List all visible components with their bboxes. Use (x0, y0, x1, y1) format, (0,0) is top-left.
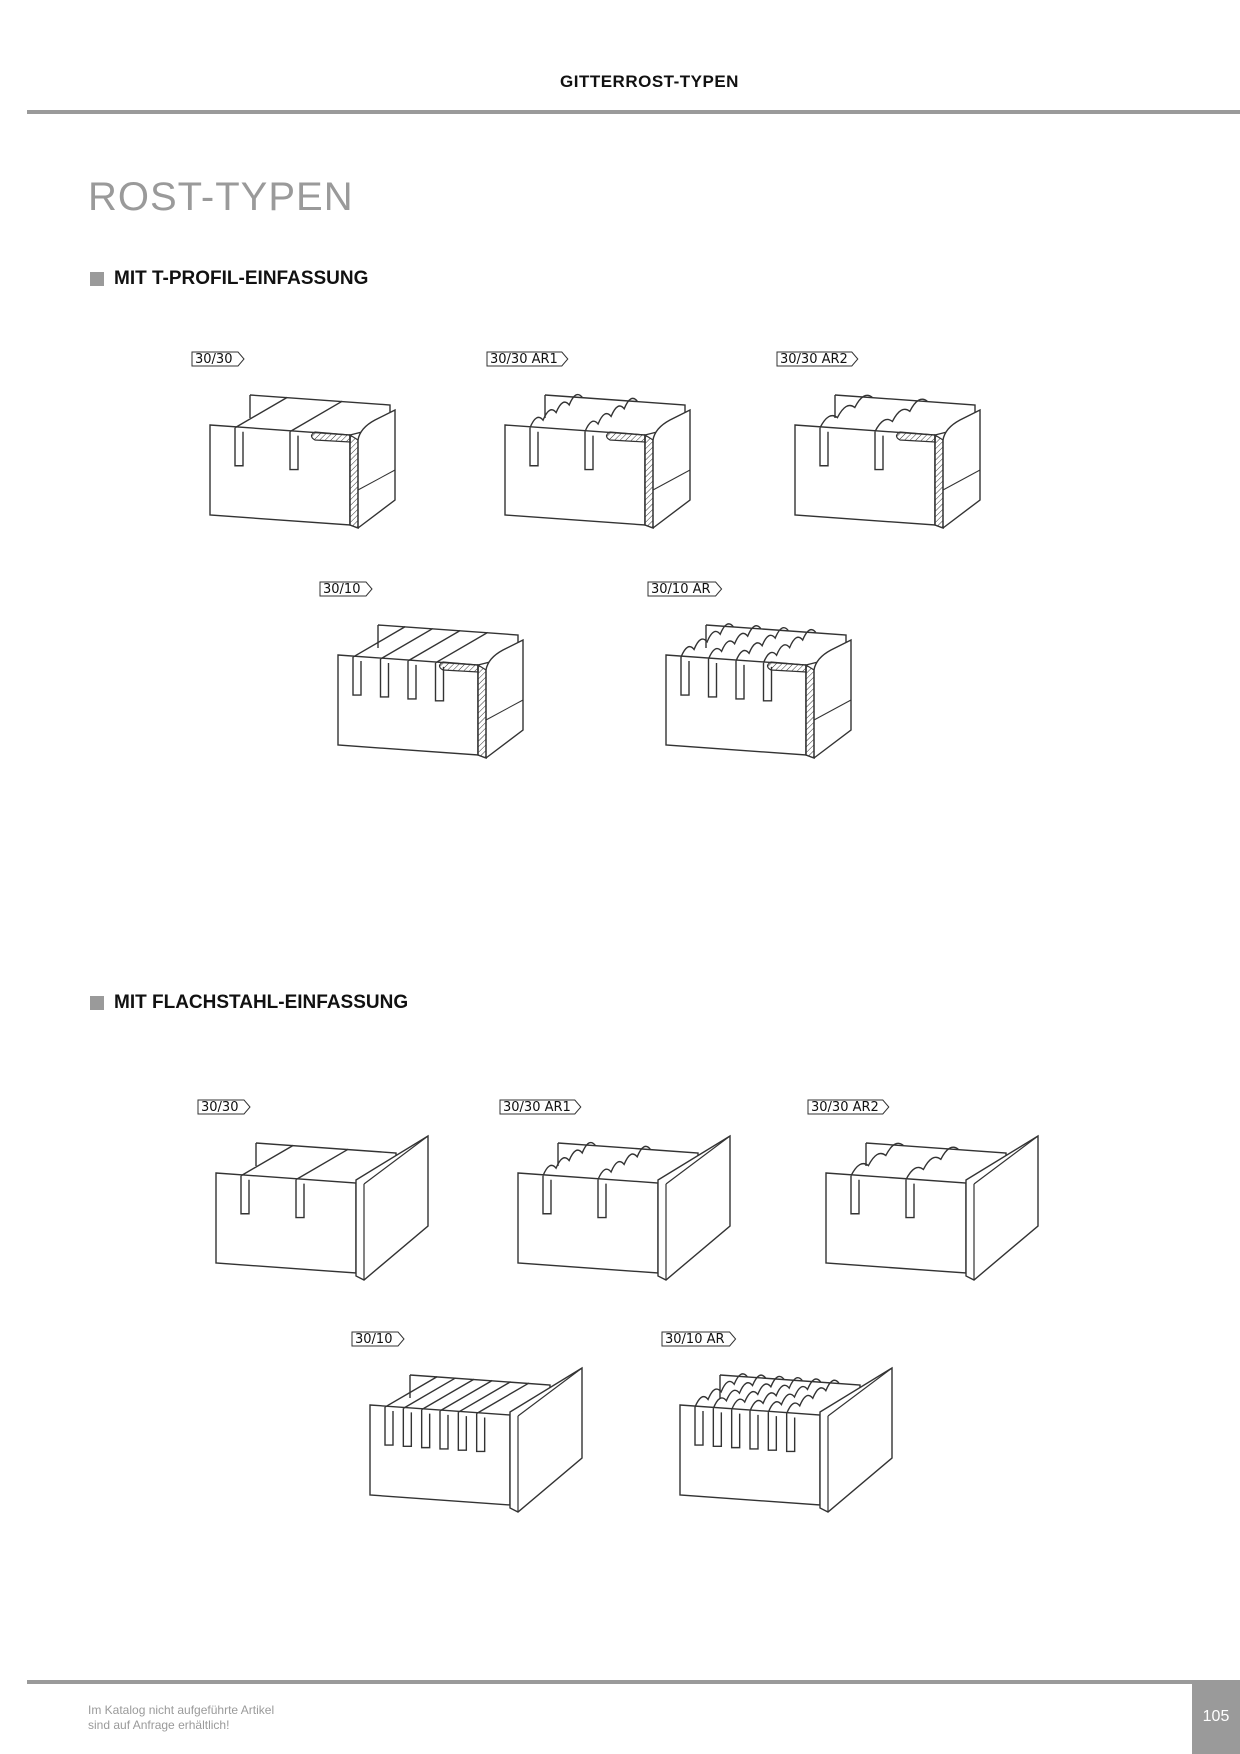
cross-bar (731, 1375, 785, 1410)
cross-bar (542, 1141, 596, 1177)
section-heading-text: MIT FLACHSTAHL-EINFASSUNG (114, 992, 409, 1013)
flat-steel-edging (819, 1366, 893, 1513)
cross-bar (240, 1144, 294, 1177)
grating-drawing: 30/30 (190, 351, 480, 545)
footer-note-line: Im Katalog nicht aufgeführte Artikel (88, 1703, 275, 1717)
cross-bar (439, 1379, 493, 1412)
grating-type-tag: 30/30 (191, 351, 245, 367)
grating-illustration: 30/30 AR1 (486, 351, 691, 530)
bearing-bar-front (825, 1172, 967, 1274)
bullet-square-icon (90, 996, 104, 1010)
grating-illustration: 30/30 (191, 351, 396, 530)
cross-bar (694, 1373, 748, 1408)
cross-bar (407, 629, 461, 662)
cross-bar (529, 393, 583, 429)
cross-bar (597, 1145, 651, 1180)
grating-type-tag: 30/30 AR2 (776, 351, 859, 367)
cross-bar (352, 626, 406, 658)
grating-type-label: 30/30 (201, 1100, 238, 1115)
footer-note: Im Katalog nicht aufgeführte Artikel sin… (88, 1703, 274, 1733)
grating-type-tag: 30/10 (351, 1331, 405, 1347)
bullet-square-icon (90, 272, 104, 286)
cross-bar (767, 1378, 822, 1413)
cross-bar (819, 394, 873, 429)
grating-type-label: 30/30 AR2 (811, 1100, 879, 1115)
header-divider (27, 110, 1240, 114)
section-heading-t-profile: MIT T-PROFIL-EINFASSUNG (90, 268, 368, 290)
page-title: ROST-TYPEN (88, 174, 354, 219)
cross-bar (850, 1142, 904, 1177)
cross-bar (762, 628, 817, 664)
grating-drawing: 30/30 AR2 (775, 351, 1065, 545)
bearing-bar-front (517, 1172, 659, 1274)
grating-drawing: 30/10 AR (660, 1331, 950, 1525)
grating-type-label: 30/30 AR1 (503, 1100, 571, 1115)
grating-type-label: 30/10 AR (665, 1332, 725, 1347)
grating-drawing: 30/30 AR1 (485, 351, 775, 545)
grating-type-tag: 30/30 (197, 1099, 251, 1115)
flat-steel-edging (509, 1366, 583, 1513)
flat-steel-edging (355, 1134, 429, 1281)
grating-type-label: 30/10 (323, 582, 360, 597)
grating-illustration: 30/10 (319, 581, 524, 760)
grating-type-tag: 30/10 AR (647, 581, 723, 597)
cross-bar (905, 1146, 959, 1180)
cross-bar (457, 1381, 511, 1413)
cross-bar (707, 625, 762, 660)
grating-drawing: 30/30 AR1 (498, 1099, 788, 1293)
bearing-bar-front (215, 1172, 357, 1274)
flat-steel-edging (657, 1134, 731, 1281)
grating-type-label: 30/10 (355, 1332, 392, 1347)
grating-illustration: 30/30 AR2 (776, 351, 981, 530)
grating-drawing: 30/10 (350, 1331, 640, 1525)
grating-type-label: 30/10 AR (651, 582, 711, 597)
cross-bar (735, 627, 789, 662)
page-number: 105 (1192, 1680, 1240, 1754)
grating-drawing: 30/10 (318, 581, 608, 775)
footer-divider (27, 1680, 1192, 1684)
grating-illustration: 30/30 AR2 (807, 1099, 1039, 1281)
cross-bar (380, 627, 434, 660)
footer-note-line: sind auf Anfrage erhältlich! (88, 1718, 230, 1732)
cross-bar (384, 1376, 438, 1408)
cross-bar (289, 400, 343, 433)
section-heading-text: MIT T-PROFIL-EINFASSUNG (114, 268, 369, 289)
section-heading-flat-steel: MIT FLACHSTAHL-EINFASSUNG (90, 992, 408, 1014)
cross-bar (712, 1374, 767, 1409)
cross-bar (435, 631, 489, 664)
grating-type-tag: 30/30 AR1 (486, 351, 569, 367)
grating-drawing: 30/30 AR2 (806, 1099, 1096, 1293)
grating-drawing: 30/10 AR (646, 581, 936, 775)
grating-type-label: 30/30 AR1 (490, 352, 558, 367)
grating-type-tag: 30/10 AR (661, 1331, 737, 1347)
cross-bar (749, 1377, 803, 1412)
grating-type-tag: 30/30 AR1 (499, 1099, 582, 1115)
cross-bar (874, 398, 928, 432)
grating-illustration: 30/10 (351, 1331, 583, 1513)
flat-steel-edging (965, 1134, 1039, 1281)
cross-bar (295, 1148, 349, 1181)
cross-bar (402, 1377, 456, 1409)
cross-bar (680, 623, 734, 658)
grating-drawing: 30/30 (196, 1099, 486, 1293)
cross-bar (234, 396, 288, 429)
cross-bar (476, 1382, 530, 1415)
grating-illustration: 30/10 AR (661, 1331, 893, 1513)
grating-illustration: 30/30 AR1 (499, 1099, 731, 1281)
cross-bar (786, 1379, 840, 1414)
grating-type-label: 30/30 (195, 352, 232, 367)
running-header: GITTERROST-TYPEN (560, 72, 739, 91)
grating-illustration: 30/30 (197, 1099, 429, 1281)
grating-illustration: 30/10 AR (647, 581, 852, 760)
cross-bar (584, 397, 638, 432)
grating-type-tag: 30/10 (319, 581, 373, 597)
cross-bar (421, 1378, 475, 1411)
grating-type-label: 30/30 AR2 (780, 352, 848, 367)
grating-type-tag: 30/30 AR2 (807, 1099, 890, 1115)
